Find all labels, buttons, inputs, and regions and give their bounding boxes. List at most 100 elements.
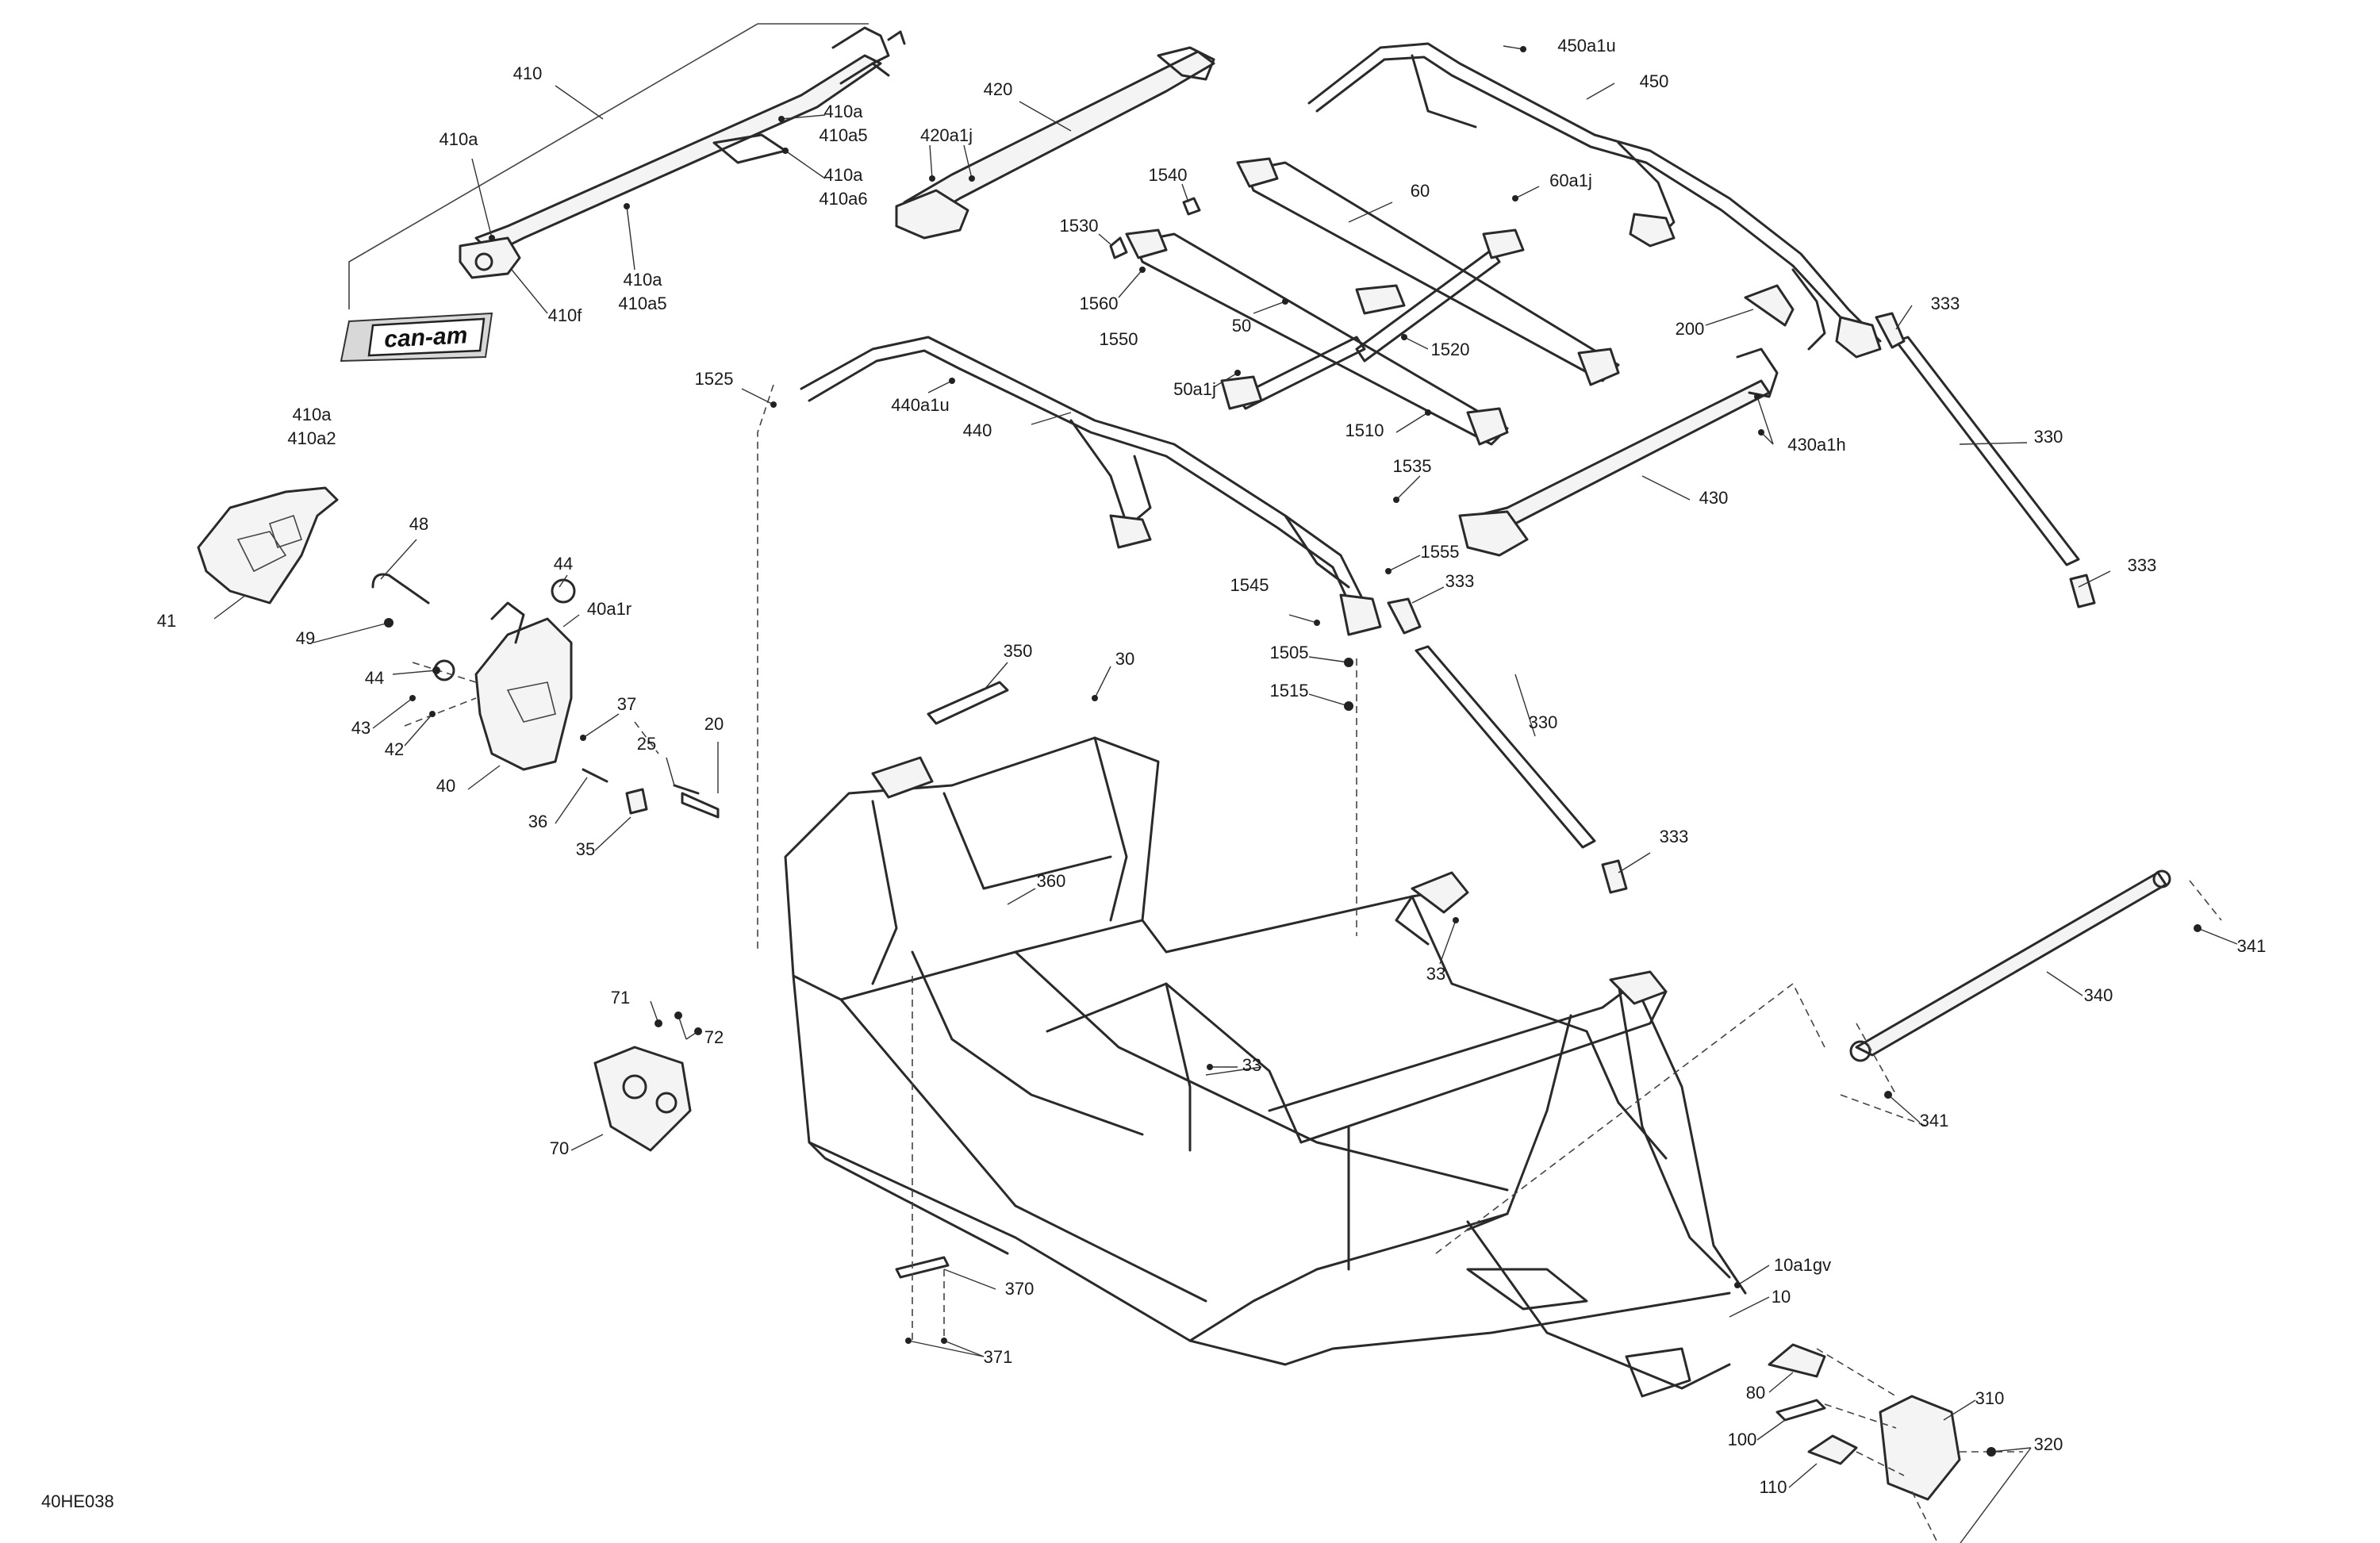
callout-label: 410a5 [819,125,867,145]
callout-label: 440 [963,420,992,440]
block-70 [593,1046,692,1152]
callout-label: 333 [1931,294,1960,313]
callout-label: 330 [2034,427,2063,447]
callout-label: 33 [1426,964,1445,984]
callout-label: 10 [1772,1287,1791,1307]
cover-200 [1744,284,1795,327]
callout-label: 60a1j [1549,171,1592,190]
front-roof-frame-440 [800,336,1382,636]
bracket-350 [927,681,1009,725]
can-am-decal: can-am [340,312,493,363]
callout-label: 410a6 [819,189,867,209]
callout-label: 1505 [1270,643,1309,662]
callout-label: 44 [365,668,384,688]
roof-cross-bar-60 [1236,157,1620,386]
upper-bar-420 [895,46,1215,240]
callout-label: 49 [296,628,315,648]
bracket-370 [895,1256,950,1279]
leader-lines [213,45,2238,1543]
callout-label: 35 [576,839,595,859]
callout-label: 340 [2084,985,2113,1005]
guide-lines [404,384,2222,1543]
clip-1540 [1182,197,1201,216]
callout-label: 333 [2128,555,2157,575]
callout-label: 110 [1759,1477,1787,1497]
callout-label: 410a [440,129,479,149]
strut-330-upper [1875,312,2096,608]
diagram-code: 40HE038 [41,1491,114,1511]
callout-label: 430a1h [1787,435,1845,455]
callout-label: 410a [824,102,864,121]
callout-label: 71 [611,988,630,1008]
callout-label: 40a1r [587,599,631,619]
hardware-dots [384,46,2202,1457]
callout-label: 50 [1232,316,1251,336]
callout-label: 410a2 [287,428,336,448]
callout-label: 40 [436,776,455,796]
callout-label: 43 [351,718,370,738]
rear-bar-340 [1849,869,2171,1062]
roof-cross-bar-50 [1125,228,1525,446]
front-cross-bar-410 [459,26,906,279]
callout-label: 1525 [695,369,734,389]
bushing-35 [625,788,648,815]
rear-bar-430 [1458,347,1779,557]
callout-label: 25 [637,734,656,754]
callout-label: 370 [1005,1279,1035,1299]
skid-plate-41 [197,486,339,605]
callout-label: 420 [984,79,1013,99]
bracket-310 [1879,1395,1961,1501]
callout-label: 100 [1728,1430,1757,1449]
rear-roof-frame-450 [1307,42,1882,359]
pin-20 [681,792,720,819]
callout-label: 333 [1660,827,1689,846]
bolt-36 [582,768,608,783]
callout-label: 410a [293,405,332,424]
callout-label: 333 [1445,571,1475,591]
callout-label: 1530 [1060,216,1099,236]
callout-label: 37 [617,694,636,714]
plate-80 [1768,1343,1826,1378]
callout-label: 350 [1004,641,1033,661]
callout-label: 1520 [1431,340,1470,359]
callout-label: 1535 [1393,456,1432,476]
callout-label: 10a1gv [1774,1255,1831,1275]
callout-label: 371 [984,1347,1013,1367]
bracket-assembly-40 [371,573,576,771]
callout-label: 60 [1411,181,1430,201]
callout-label: 33 [1242,1055,1261,1075]
callout-label: 1540 [1149,165,1188,185]
callout-label: 450 [1640,71,1669,91]
plate-110 [1807,1434,1858,1465]
callout-label: 410 [513,63,543,83]
callout-label: 410a5 [618,294,666,313]
callout-label: 1510 [1345,420,1384,440]
callout-label: 1545 [1230,575,1269,595]
callout-label: 430 [1699,488,1729,508]
strut-330-lower [1387,597,1628,894]
callout-label: 410f [548,305,583,325]
part-drawings: can-am [197,23,2171,1501]
callout-label: 341 [2237,936,2267,956]
callout-label: 41 [157,611,176,631]
callout-label: 1550 [1100,329,1138,349]
callout-label: 80 [1746,1383,1765,1403]
callout-label: 1515 [1270,681,1309,700]
callout-label: 360 [1037,871,1066,891]
callout-labels: 410 410a 410a 410a5 410a 410a6 410a 410a… [157,36,2267,1497]
callout-label: 1555 [1421,542,1460,562]
callout-label: 44 [554,554,573,574]
callout-label: 70 [550,1138,569,1158]
callout-label: 36 [528,812,547,831]
callout-label: 410a [824,165,864,185]
callout-label: 310 [1975,1388,2005,1408]
callout-label: 50a1j [1173,379,1216,399]
callout-label: 420a1j [920,125,973,145]
main-frame-10 [784,736,1747,1398]
callout-label: 410a [624,270,663,290]
callout-label: 450a1u [1557,36,1615,56]
callout-label: 30 [1115,649,1134,669]
callout-label: 200 [1676,319,1705,339]
pin-25 [673,784,700,795]
